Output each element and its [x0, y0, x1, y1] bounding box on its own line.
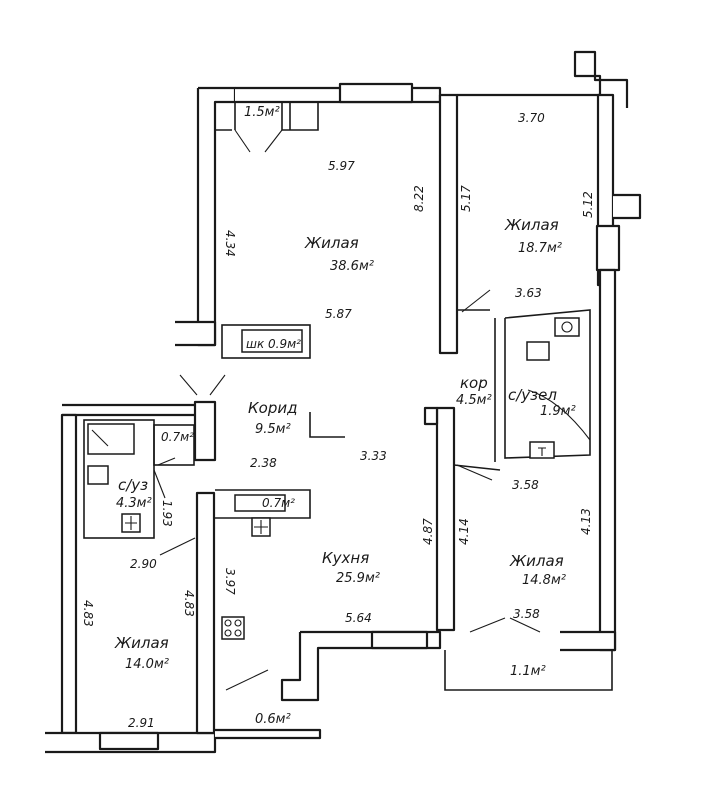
vent-cross — [254, 520, 268, 534]
room-name-living-large: Жилая — [304, 234, 359, 252]
room-area-living-ne: 18.7м² — [518, 241, 562, 256]
room-name-kitchen: Кухня — [322, 549, 369, 567]
dim-8-22: 8.22 — [412, 185, 426, 212]
dim-2-38: 2.38 — [250, 456, 277, 470]
dim-4-87: 4.87 — [421, 518, 435, 545]
room-name-living-se: Жилая — [509, 552, 564, 570]
dim-5-87: 5.87 — [325, 307, 352, 321]
se-living-door — [456, 464, 493, 481]
wall-se-corner — [560, 630, 617, 652]
closet-door-swing-1 — [234, 129, 283, 153]
balcony-s-door — [225, 669, 269, 691]
balcony-se-door — [469, 617, 541, 633]
niche-area: 0.7м² — [262, 496, 295, 510]
stove-burner-1 — [224, 619, 232, 627]
outer-wall-east — [598, 268, 617, 652]
room-name-bath-wc: с/уз — [118, 476, 148, 494]
dim-3-33: 3.33 — [360, 449, 387, 463]
room-name-bath-main: с/узел — [508, 386, 557, 404]
dim-5-17: 5.17 — [459, 185, 473, 212]
bath-wc-vent — [125, 516, 137, 530]
kitchen-north-wall — [309, 412, 345, 438]
room-area-corridor-small: 4.5м² — [456, 393, 492, 408]
wardrobe-area: шк 0.9м² — [246, 337, 301, 351]
outer-wall-north — [196, 86, 237, 347]
room-name-living-ne: Жилая — [504, 216, 559, 234]
balcony-se-outline — [444, 650, 613, 691]
room-area-living-large: 38.6м² — [330, 259, 374, 274]
dim-3-58-top: 3.58 — [512, 478, 539, 492]
entry-swing — [179, 374, 226, 396]
room-area-corridor: 9.5м² — [255, 422, 291, 437]
wall-west-vertical — [60, 413, 78, 735]
closet-left-area: 0.7м² — [161, 430, 194, 444]
dim-2-91: 2.91 — [128, 716, 155, 730]
dim-2-90: 2.90 — [130, 557, 157, 571]
balcony-s-wall — [215, 728, 322, 740]
se-living-north — [453, 464, 501, 471]
bath-wc-outline — [83, 419, 155, 539]
dim-4-83-right: 4.83 — [182, 590, 196, 617]
kitchen-window — [370, 630, 429, 650]
closet-left-door — [157, 457, 176, 466]
kitchen-east-pillar — [423, 406, 439, 426]
closet-left — [153, 424, 195, 466]
dim-4-13: 4.13 — [579, 508, 593, 535]
room-name-corridor-small: кор — [460, 374, 488, 392]
dim-4-14: 4.14 — [457, 518, 471, 545]
bath-wc-door — [153, 469, 166, 499]
stove — [221, 616, 245, 640]
ne-living-door — [461, 289, 491, 313]
closet-top-area: 1.5м² — [244, 105, 280, 120]
niche-box — [234, 494, 286, 512]
bathroom-outline — [504, 309, 591, 459]
window-top — [338, 82, 414, 104]
wardrobe-box — [221, 324, 311, 359]
kitchen-east-column — [435, 406, 456, 632]
bath-main-tub — [526, 341, 550, 361]
dim-5-97: 5.97 — [328, 159, 355, 173]
room-name-corridor: Корид — [248, 399, 297, 417]
dim-4-34: 4.34 — [223, 230, 237, 257]
partition-sw-kitchen — [195, 491, 216, 735]
outer-wall-ne — [457, 50, 629, 108]
wall-ne-stub — [595, 224, 621, 272]
stove-burner-3 — [224, 629, 232, 637]
room-area-kitchen: 25.9м² — [336, 571, 380, 586]
room-area-living-sw: 14.0м² — [125, 657, 169, 672]
dim-4-83-left: 4.83 — [81, 600, 95, 627]
bath-wc-sink — [87, 465, 109, 485]
bath-wc-tub — [87, 423, 135, 455]
window-sw — [98, 731, 160, 751]
sink-main-bowl — [561, 321, 573, 333]
room-area-living-se: 14.8м² — [522, 573, 566, 588]
dim-3-63: 3.63 — [515, 286, 542, 300]
dim-5-64: 5.64 — [345, 611, 372, 625]
dim-3-97: 3.97 — [223, 568, 237, 595]
wall-ne-ext — [613, 193, 642, 220]
wall-wardrobe — [175, 320, 217, 347]
room-name-living-sw: Жилая — [114, 634, 169, 652]
partition-wall-1 — [438, 93, 459, 355]
dim-3-70: 3.70 — [518, 111, 545, 125]
balcony-se-area: 1.1м² — [510, 664, 546, 679]
room-area-bath-main: 1.9м² — [540, 404, 576, 419]
sink-main — [554, 317, 580, 337]
corridor-column — [193, 400, 217, 462]
dim-3-58-bottom: 3.58 — [513, 607, 540, 621]
dim-5-12: 5.12 — [581, 191, 595, 218]
room-area-bath-wc: 4.3м² — [116, 496, 152, 511]
bath-door-swing — [527, 389, 591, 441]
outer-wall-west — [62, 403, 202, 417]
bath-wc-diag — [91, 429, 109, 447]
balcony-s-area: 0.6м² — [255, 712, 291, 727]
sw-living-door — [159, 537, 196, 556]
stove-burner-4 — [234, 629, 242, 637]
wardrobe-inner — [241, 329, 303, 353]
toilet-main-mark — [538, 447, 546, 456]
dim-1-93: 1.93 — [160, 500, 174, 527]
stove-burner-2 — [234, 619, 242, 627]
